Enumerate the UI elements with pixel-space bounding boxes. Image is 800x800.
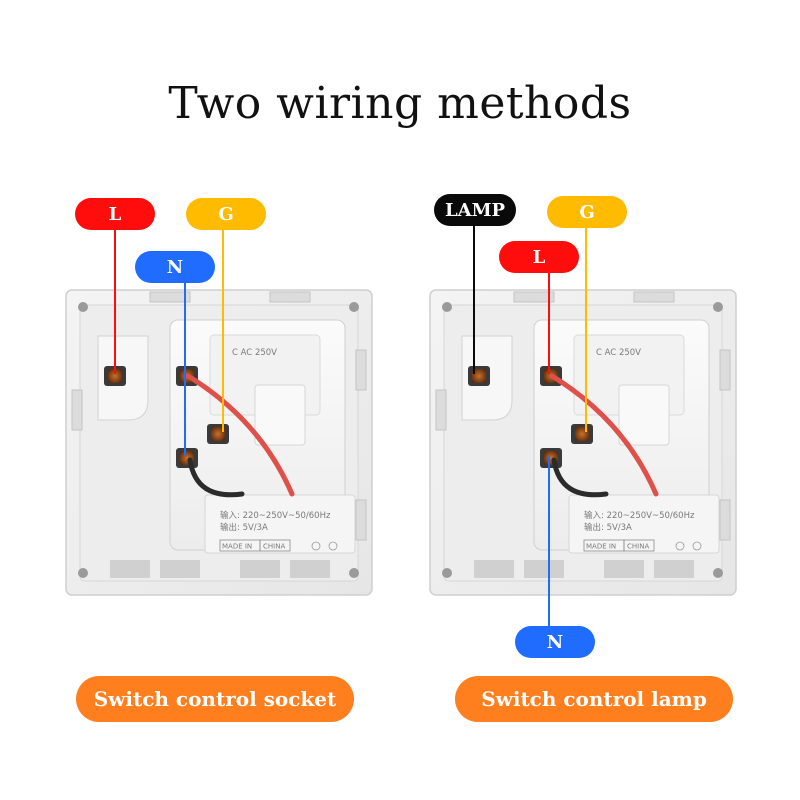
right-label-g: G <box>547 196 627 228</box>
right-label-n: N <box>515 626 595 658</box>
left-socket-back: C AC 250V 输入: 220~250V~50/60Hz 输出: 5V/3A… <box>65 289 373 596</box>
internal-black-wire <box>551 457 609 498</box>
spec-text-output: 输出: 5V/3A <box>220 522 268 533</box>
right-label-lamp: LAMP <box>434 194 516 226</box>
left-terminal-g <box>207 424 229 444</box>
left-label-g: G <box>186 198 266 230</box>
caption-switch-control-lamp: Switch control lamp <box>455 676 733 722</box>
svg-text:C AC 250V: C AC 250V <box>232 348 277 358</box>
left-label-l: L <box>75 198 155 230</box>
right-terminal-g <box>571 424 593 444</box>
internal-black-wire <box>187 457 245 498</box>
right-label-l: L <box>499 241 579 273</box>
internal-red-wire <box>185 373 295 497</box>
right-socket-back: C AC 250V 输入: 220~250V~50/60Hz 输出: 5V/3A… <box>429 289 737 596</box>
right-terminal-lamp <box>468 366 490 386</box>
country-label: CHINA <box>263 543 285 551</box>
left-label-n: N <box>135 251 215 283</box>
spec-text-input: 输入: 220~250V~50/60Hz <box>220 510 331 521</box>
right-terminal-n <box>540 448 562 468</box>
internal-red-wire <box>549 373 659 497</box>
country-label: CHINA <box>627 543 649 551</box>
left-terminal-l <box>104 366 126 386</box>
made-in-label: MADE IN <box>222 543 252 551</box>
made-in-label: MADE IN <box>586 543 616 551</box>
spec-text-input: 输入: 220~250V~50/60Hz <box>584 510 695 521</box>
svg-text:C AC 250V: C AC 250V <box>596 348 641 358</box>
left-terminal-n <box>176 448 198 468</box>
page-title: Two wiring methods <box>168 78 632 129</box>
caption-switch-control-socket: Switch control socket <box>76 676 354 722</box>
spec-text-output: 输出: 5V/3A <box>584 522 632 533</box>
